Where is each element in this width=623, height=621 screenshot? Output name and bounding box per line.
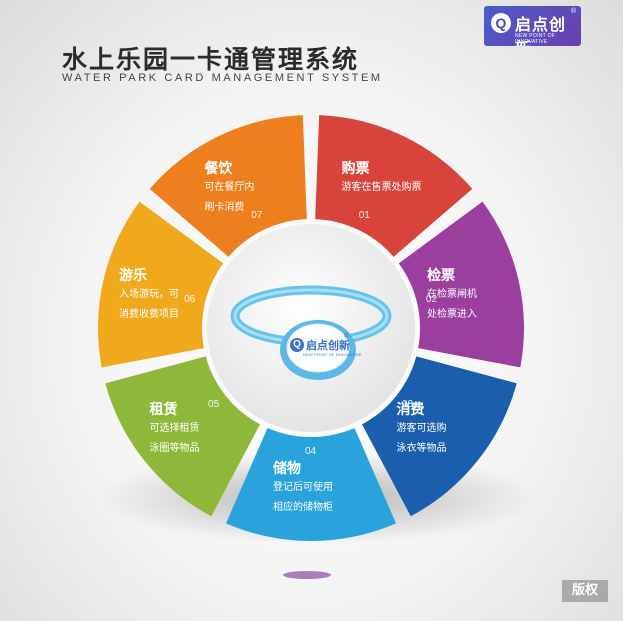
floor-accent: [283, 571, 331, 579]
brand-logo: Q 启点创新 NEW POINT OF INNOVATIVE ®: [484, 6, 581, 46]
bracelet-registered-mark: ®: [344, 334, 349, 340]
segment-ticket: [315, 115, 473, 257]
segment-title-locker: 储物: [273, 461, 301, 477]
bracelet-brand-english: NEW POINT OF INNOVATIVE: [303, 352, 362, 357]
segment-dining: [149, 115, 307, 257]
segment-number-rental: 05: [208, 399, 220, 411]
page-subtitle: WATER PARK CARD MANAGEMENT SYSTEM: [62, 72, 383, 84]
segment-desc-dining: 可在餐厅内 刷卡消费: [204, 181, 255, 213]
segment-title-rental: 租赁: [149, 401, 178, 418]
copyright-watermark: 版权: [562, 580, 608, 602]
segment-rental: [105, 356, 260, 517]
segment-number-play: 06: [184, 294, 196, 306]
segment-number-dining: 07: [251, 210, 263, 222]
segment-play: [98, 201, 224, 368]
bracelet-brand-name: 启点创新: [306, 339, 350, 352]
segment-desc-gate: 在检票闸机 处检票进入: [427, 288, 478, 320]
brand-name: 启点创新: [515, 15, 567, 46]
segment-title-shopping: 消费: [396, 401, 425, 418]
page-title: 水上乐园一卡通管理系统: [62, 45, 360, 74]
brand-registered-mark: ®: [570, 8, 576, 15]
segment-number-shopping: 03: [401, 399, 414, 411]
brand-english-name: NEW POINT OF INNOVATIVE: [515, 33, 556, 45]
segment-title-ticket: 购票: [341, 160, 370, 177]
segment-desc-ticket: 游客在售票处购票: [341, 181, 422, 193]
segment-number-locker: 04: [305, 446, 317, 457]
segment-title-dining: 餐饮: [204, 160, 233, 177]
bracelet-brand-mark-icon: Q: [290, 338, 304, 352]
segment-shopping: [362, 356, 517, 517]
segment-title-play: 游乐: [118, 267, 147, 284]
segment-desc-rental: 可选择租赁 泳圈等物品: [149, 422, 200, 454]
segment-gate: [398, 201, 524, 368]
segment-number-ticket: 01: [358, 210, 370, 222]
segment-desc-play: 入场游玩，可 消费收费项目: [118, 288, 179, 320]
bracelet-image: [230, 285, 392, 380]
segment-desc-locker: 登记后可使用 相应的储物柜: [273, 482, 333, 513]
segment-number-gate: 02: [425, 294, 438, 306]
segment-locker: [226, 427, 396, 541]
brand-mark-icon: Q: [491, 13, 511, 33]
segment-title-gate: 检票: [427, 267, 456, 284]
segment-desc-shopping: 游客可选购 泳衣等物品: [396, 422, 447, 454]
